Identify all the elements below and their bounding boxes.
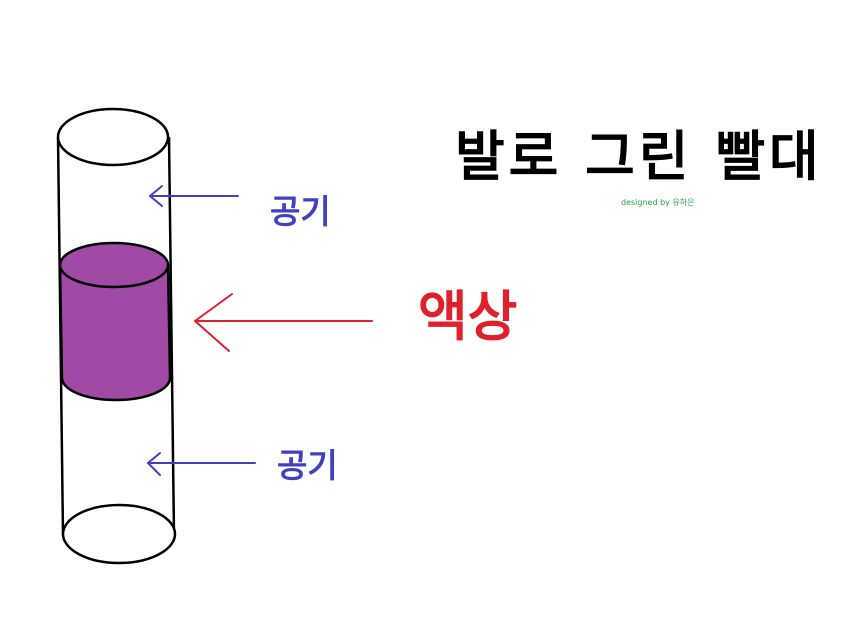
liquid-slug-top-surface	[58, 241, 170, 289]
label-air-top: 공기	[270, 192, 331, 231]
label-air-bottom: 공기	[277, 446, 338, 485]
designer-credit: designed by 유하은	[621, 198, 695, 207]
label-liquid: 액상	[418, 285, 518, 348]
liquid-slug-body	[58, 263, 172, 402]
arrow-air-bottom	[147, 452, 256, 476]
arrow-air-top	[149, 185, 239, 207]
diagram-title: 발로 그린 빨대	[455, 125, 823, 188]
straw-right-wall	[167, 136, 176, 536]
straw-bottom-opening	[61, 503, 177, 565]
straw-top-opening	[56, 107, 170, 167]
arrow-liquid	[194, 293, 373, 352]
